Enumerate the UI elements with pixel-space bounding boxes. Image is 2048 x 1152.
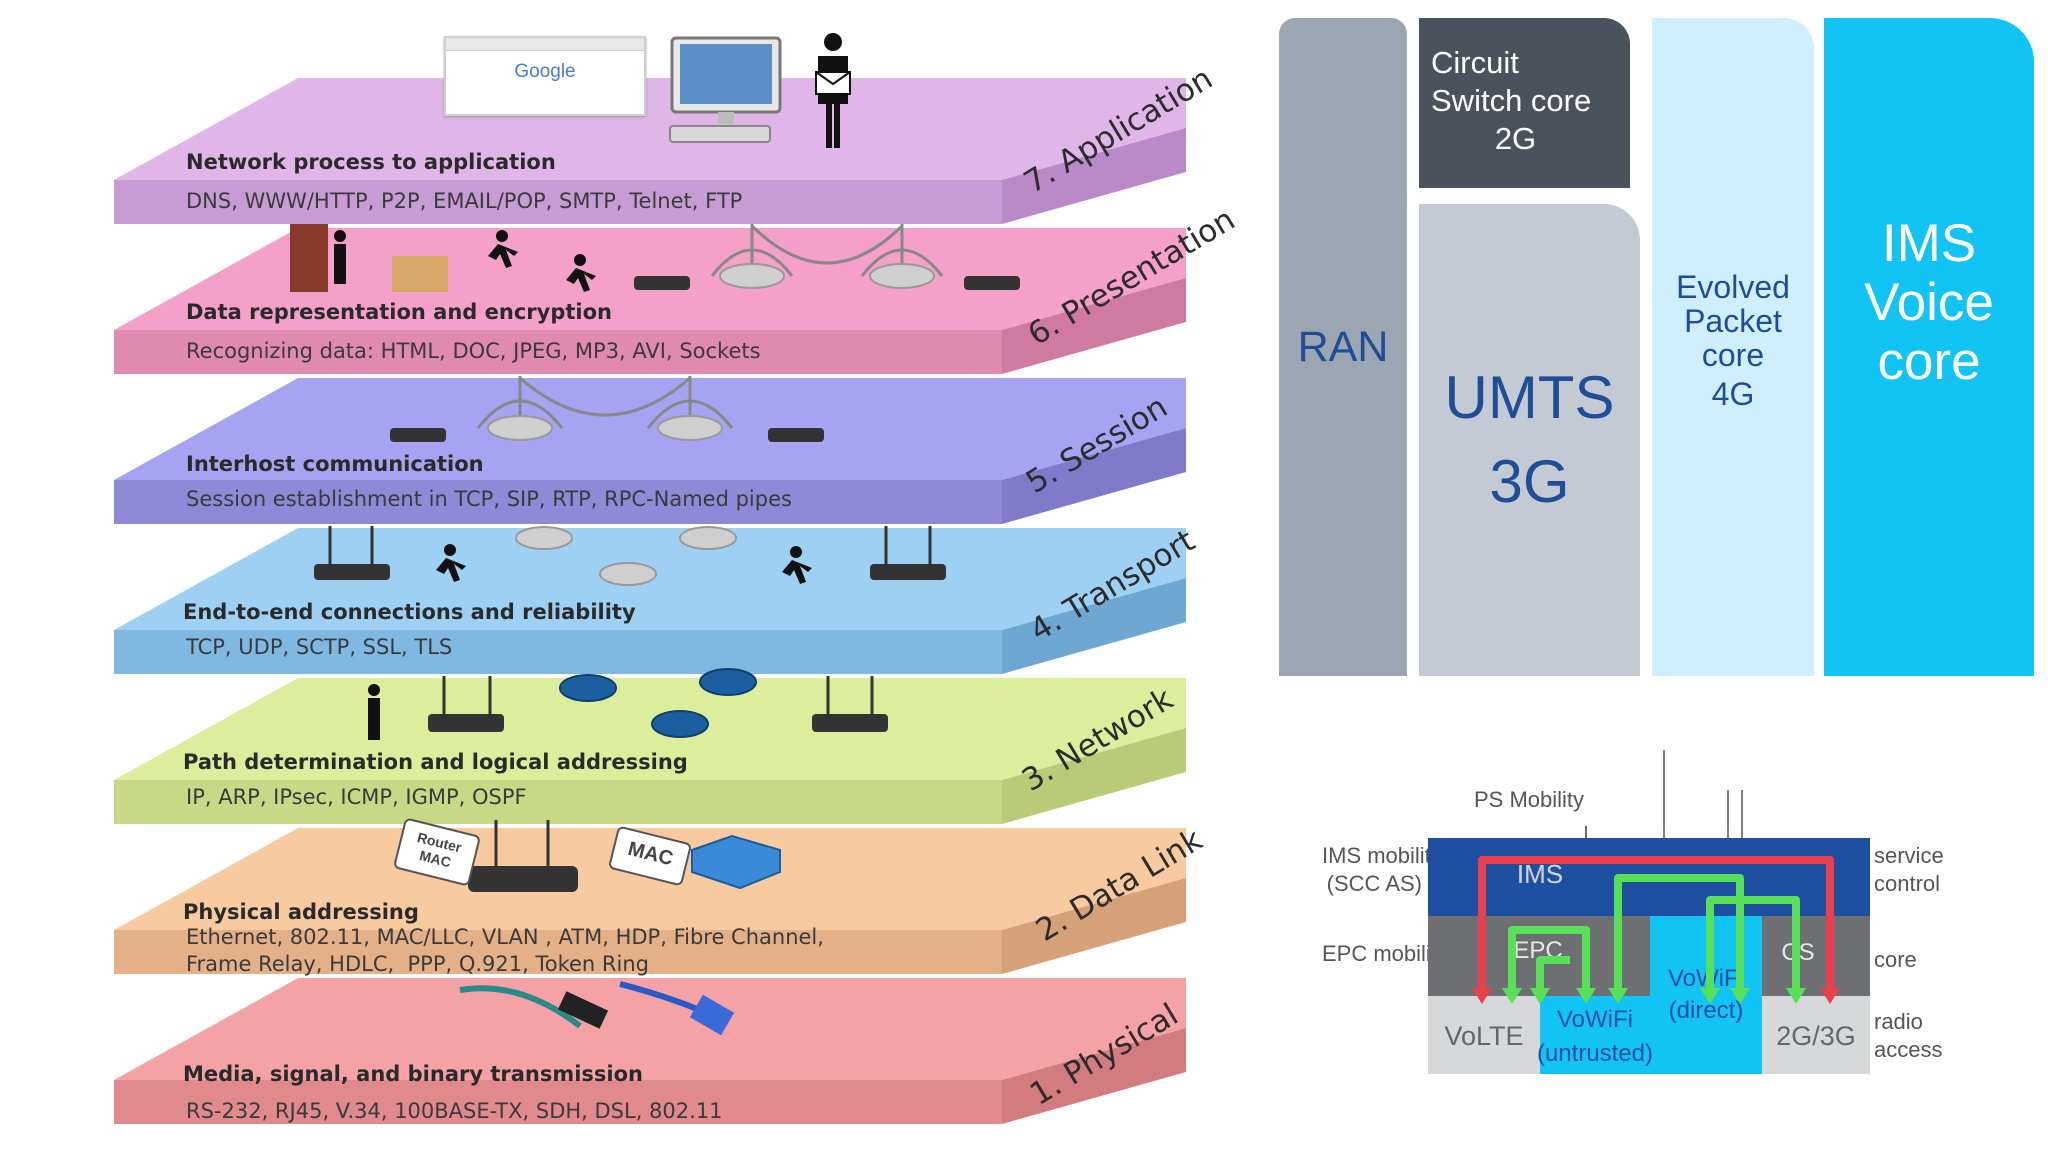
circuit-switch-core-block: Circuit Switch core 2G bbox=[1419, 18, 1630, 188]
osi-layer-7-description: Media, signal, and binary transmission bbox=[183, 1062, 644, 1086]
ran-label: RAN bbox=[1297, 322, 1389, 371]
radio-access-label: radio access bbox=[1874, 1009, 1943, 1062]
computer-monitor-icon bbox=[669, 36, 782, 143]
osi-layer-6-slab bbox=[114, 828, 1186, 974]
osi-layer-3-slab bbox=[114, 378, 1186, 524]
epc-line-3: core bbox=[1701, 337, 1765, 373]
ims-line-2: Voice bbox=[1864, 273, 1994, 332]
ps-mobility-label: PS Mobility bbox=[1474, 787, 1585, 812]
g23-label: 2G/3G bbox=[1776, 1020, 1856, 1051]
osi-layer-7-slab bbox=[114, 978, 1186, 1124]
osi-layer-3-description: Interhost communication bbox=[186, 452, 484, 476]
evolved-packet-core-block: Evolved Packet core 4G bbox=[1652, 18, 1814, 676]
osi-layer-4-description: End-to-end connections and reliability bbox=[183, 600, 636, 624]
umts-core-block: UMTS 3G bbox=[1419, 204, 1640, 676]
service-control-label: service control bbox=[1874, 843, 1944, 896]
epc-line-2: Packet bbox=[1684, 303, 1782, 339]
circuit-line-2: Switch core bbox=[1431, 83, 1592, 118]
osi-layer-5-protocols: IP, ARP, IPsec, ICMP, IGMP, OSPF bbox=[186, 785, 527, 809]
osi-layer-4-protocols: TCP, UDP, SCTP, SSL, TLS bbox=[186, 635, 453, 659]
browser-window-illustration: Google bbox=[444, 36, 646, 116]
osi-layer-6-description: Physical addressing bbox=[183, 900, 419, 924]
routers-and-bridges-illustration bbox=[290, 224, 1020, 1036]
ims-line-1: IMS bbox=[1881, 214, 1977, 273]
ran-block: RAN bbox=[1279, 18, 1407, 676]
osi-layer-2-description: Data representation and encryption bbox=[186, 300, 612, 324]
circuit-line-3: 2G bbox=[1494, 121, 1537, 156]
osi-layer-5-slab bbox=[114, 678, 1186, 824]
person-with-letter-icon bbox=[815, 33, 851, 148]
osi-layer-2-protocols: Recognizing data: HTML, DOC, JPEG, MP3, … bbox=[186, 339, 761, 363]
ims-mobility-label: IMS mobility (SCC AS) bbox=[1322, 843, 1442, 896]
vowifi-leader-lines bbox=[1727, 790, 1743, 840]
epc-line-1: Evolved bbox=[1676, 269, 1790, 305]
ims-voice-core-block: IMS Voice core bbox=[1824, 18, 2034, 676]
epc-line-4: 4G bbox=[1711, 376, 1755, 412]
ims-line-3: core bbox=[1877, 332, 1981, 391]
google-logo: Google bbox=[514, 61, 576, 82]
osi-layer-5-description: Path determination and logical addressin… bbox=[183, 750, 688, 774]
mobility-arrows bbox=[1472, 856, 1840, 1004]
vowifi-direct-label: VoWiFi (direct) bbox=[1667, 965, 1744, 1024]
osi-layer-7-protocols: RS-232, RJ45, V.34, 100BASE-TX, SDH, DSL… bbox=[186, 1099, 723, 1123]
volte-label: VoLTE bbox=[1444, 1020, 1524, 1051]
volte-segment bbox=[1428, 996, 1540, 1074]
osi-layer-1-slab bbox=[114, 78, 1186, 224]
ps-mobility-leader-lines bbox=[1585, 750, 1665, 840]
umts-line-1: UMTS bbox=[1444, 364, 1615, 431]
circuit-line-1: Circuit bbox=[1431, 45, 1519, 80]
umts-line-2: 3G bbox=[1489, 448, 1570, 515]
osi-layer-3-protocols: Session establishment in TCP, SIP, RTP, … bbox=[186, 487, 792, 511]
epc-mobility-label: EPC mobility bbox=[1322, 941, 1448, 966]
vowifi-untrusted-label: VoWiFi (untrusted) bbox=[1536, 1006, 1654, 1067]
core-label: core bbox=[1874, 947, 1917, 972]
g23-segment bbox=[1762, 996, 1870, 1074]
osi-layer-1-description: Network process to application bbox=[186, 150, 556, 174]
vowifi-untrusted-segment bbox=[1540, 996, 1650, 1074]
osi-layer-1-protocols: DNS, WWW/HTTP, P2P, EMAIL/POP, SMTP, Tel… bbox=[186, 189, 743, 213]
osi-layer-6-protocols: Ethernet, 802.11, MAC/LLC, VLAN , ATM, H… bbox=[186, 925, 824, 976]
